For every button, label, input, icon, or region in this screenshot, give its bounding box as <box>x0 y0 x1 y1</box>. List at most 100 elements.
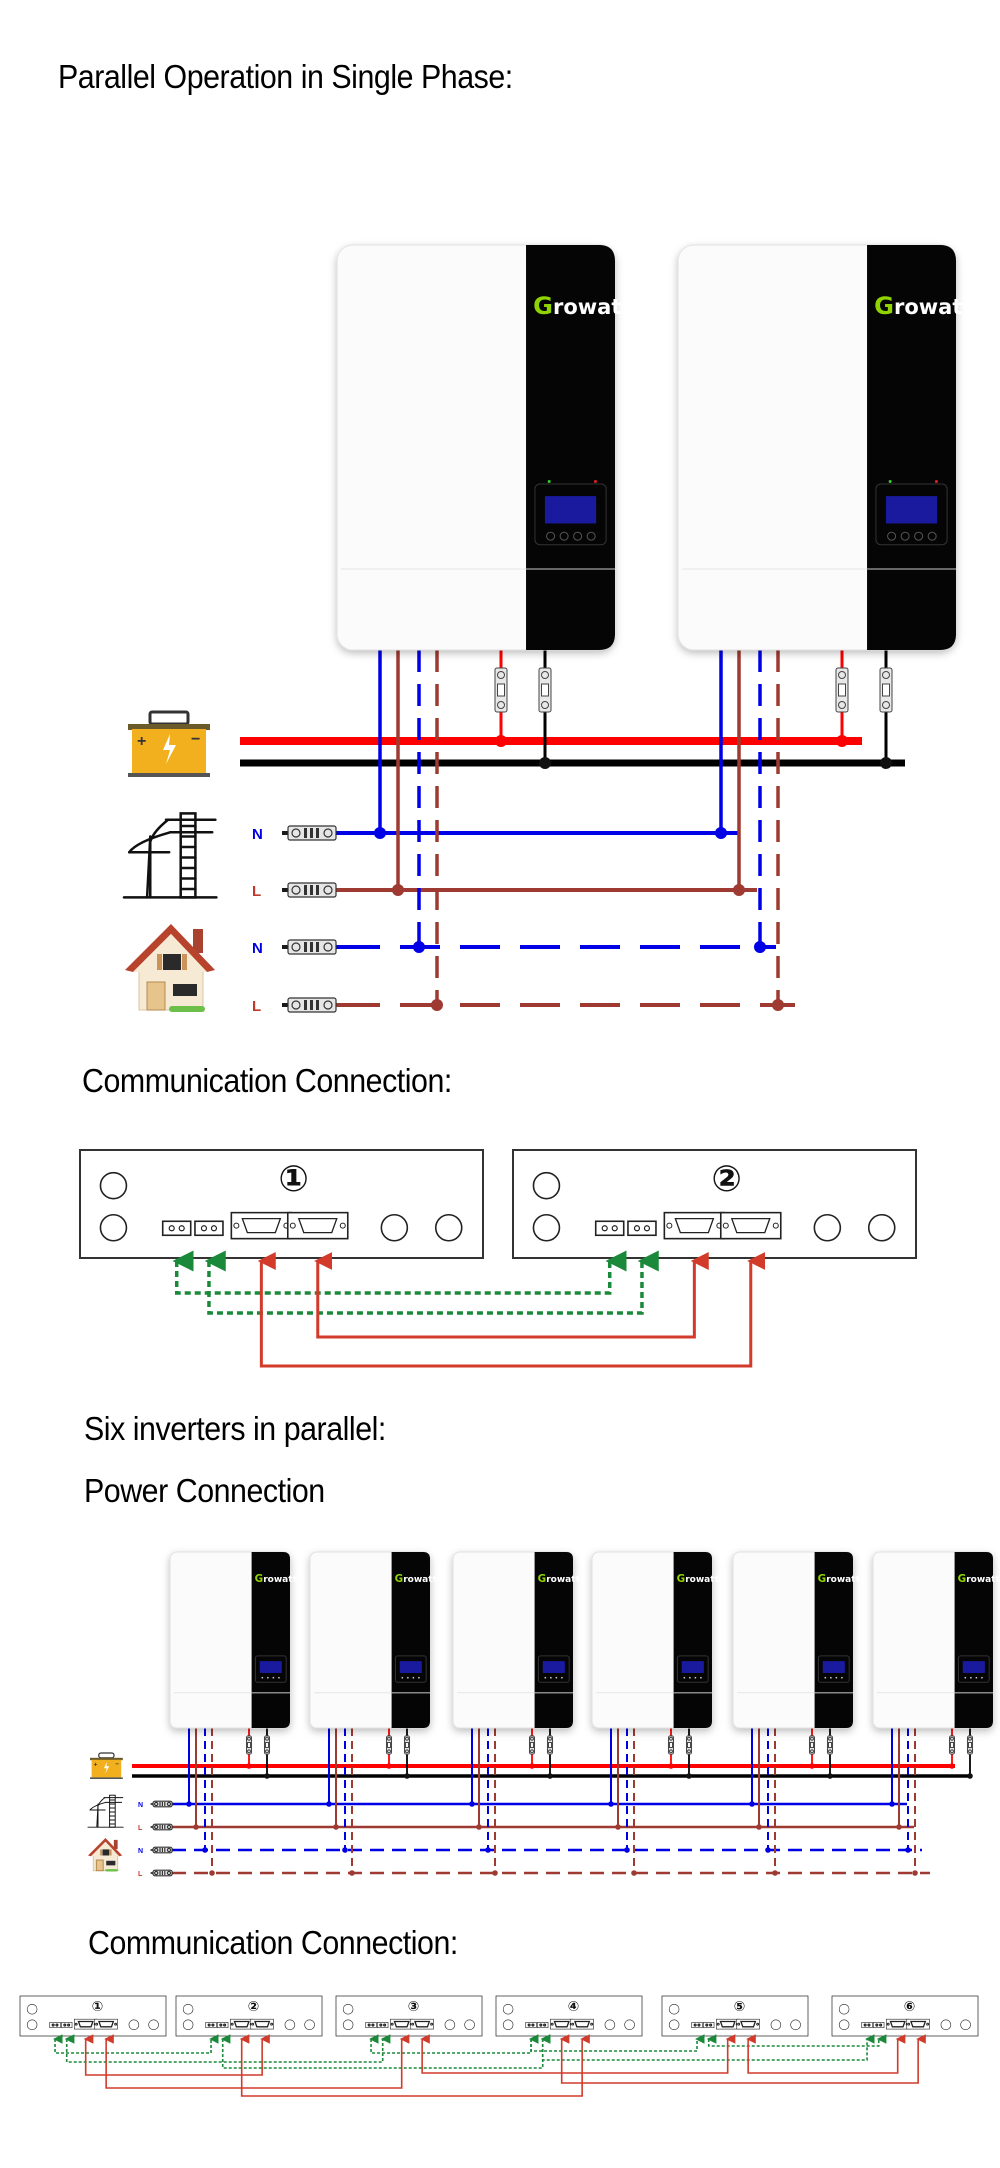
breaker-terminal <box>387 1736 391 1741</box>
breaker-terminal <box>882 701 890 709</box>
db9-screw <box>114 2022 118 2026</box>
brand-logo: Growatt <box>395 1573 438 1585</box>
share-port <box>161 1220 192 1237</box>
inverter-front-panel <box>954 1552 993 1728</box>
db9-screw <box>411 2022 415 2026</box>
terminal-screw <box>166 1801 172 1807</box>
db9-screw <box>756 2022 760 2026</box>
junction-dot <box>896 1824 902 1830</box>
heading-communication-two: Communication Connection: <box>82 1062 452 1099</box>
db9-screw <box>571 2022 575 2026</box>
share-cable <box>540 2034 875 2061</box>
brand-logo: Growatt <box>538 1573 581 1585</box>
terminal-bar <box>310 1000 313 1010</box>
junction-dot <box>547 1773 553 1779</box>
mount-hole <box>342 2019 354 2031</box>
panel-button-esc <box>546 531 556 541</box>
junction-dot <box>186 1801 192 1807</box>
terminal-bar <box>316 828 319 838</box>
window <box>173 984 197 996</box>
junction-dot <box>880 757 892 769</box>
battery-handle <box>148 710 190 726</box>
junction-dot <box>668 1763 674 1769</box>
terminal-stub <box>150 1826 153 1828</box>
brand-logo: Growatt <box>958 1573 1000 1585</box>
breaker-switch <box>541 683 549 697</box>
pin <box>643 1225 651 1232</box>
inverter-6: Growatt <box>872 1551 1000 1729</box>
breaker-switch <box>687 1741 691 1749</box>
terminal-screw <box>323 942 333 952</box>
mount-hole <box>182 2019 194 2031</box>
panel-button-up <box>559 531 569 541</box>
panel-button <box>689 1676 691 1679</box>
breaker-switch <box>882 683 890 697</box>
panel-button <box>824 1676 827 1679</box>
pin <box>527 2023 531 2027</box>
comm-port-panel-3: ③ <box>335 1995 483 2037</box>
lightning-bolt-icon <box>104 1761 110 1774</box>
lcd-bezel <box>537 1655 570 1683</box>
mount-hole <box>813 1213 842 1242</box>
bush <box>169 1006 205 1012</box>
battery-lid <box>90 1757 123 1761</box>
share-cable <box>529 2034 705 2052</box>
pin <box>693 2023 697 2027</box>
terminal-bar <box>304 828 307 838</box>
terminal-bar <box>159 1802 161 1806</box>
db9-screw <box>716 2022 720 2026</box>
panel-button <box>981 1676 983 1679</box>
dc-breaker <box>546 1735 554 1755</box>
brand-logo: Growatt <box>874 292 972 320</box>
db9-screw <box>270 2022 274 2026</box>
pin <box>55 2023 59 2027</box>
junction-dot <box>492 1870 498 1876</box>
terminal-bar <box>164 1802 166 1806</box>
mount-hole <box>532 1171 561 1200</box>
share-port <box>377 2022 389 2029</box>
junction-dot <box>772 1870 778 1876</box>
heading-communication-six: Communication Connection: <box>88 1924 458 1961</box>
inverter-front-panel <box>673 1552 712 1728</box>
mount-hole <box>502 2019 514 2031</box>
panel-button <box>694 1676 697 1679</box>
junction-dot <box>754 941 766 953</box>
junction-dot <box>333 1824 339 1830</box>
mount-hole <box>838 2019 850 2031</box>
lcd-bezel <box>394 1655 427 1683</box>
mount-hole <box>182 2003 194 2015</box>
share-port <box>525 2022 537 2029</box>
db9-screw <box>233 1222 240 1229</box>
lcd-screen <box>681 1661 704 1673</box>
junction-dot <box>949 1763 955 1769</box>
mount-hole <box>668 2003 680 2015</box>
db9-screw <box>772 1222 779 1229</box>
dc-breaker <box>245 1735 253 1755</box>
pin <box>219 2023 223 2027</box>
db9-screw <box>666 1222 673 1229</box>
db9-screw <box>230 2022 234 2026</box>
db9-screw <box>289 1222 296 1229</box>
db9-screw <box>430 2022 434 2026</box>
breaker-terminal <box>968 1736 972 1741</box>
terminal-bar <box>161 1802 163 1806</box>
ac-terminal <box>282 939 337 955</box>
line-label-grid-n: N <box>252 826 263 843</box>
lcd-screen <box>542 1661 565 1673</box>
junction-dot <box>631 1870 637 1876</box>
breaker-switch <box>265 1741 269 1749</box>
mount-hole <box>434 1213 463 1242</box>
panel-button <box>267 1676 269 1679</box>
inverter-3: Growatt <box>452 1551 581 1729</box>
breaker-terminal <box>687 1749 691 1754</box>
db9-shell <box>97 2020 115 2028</box>
inverter-2: Growatt <box>309 1551 438 1729</box>
terminal-bar <box>316 885 319 895</box>
db9-screw <box>907 2022 911 2026</box>
terminal-bar <box>310 828 313 838</box>
mount-hole <box>304 2019 315 2031</box>
mount-hole <box>26 2003 38 2015</box>
tower-body <box>109 1794 116 1828</box>
db9-shell <box>297 1217 338 1234</box>
chimney <box>193 929 203 953</box>
